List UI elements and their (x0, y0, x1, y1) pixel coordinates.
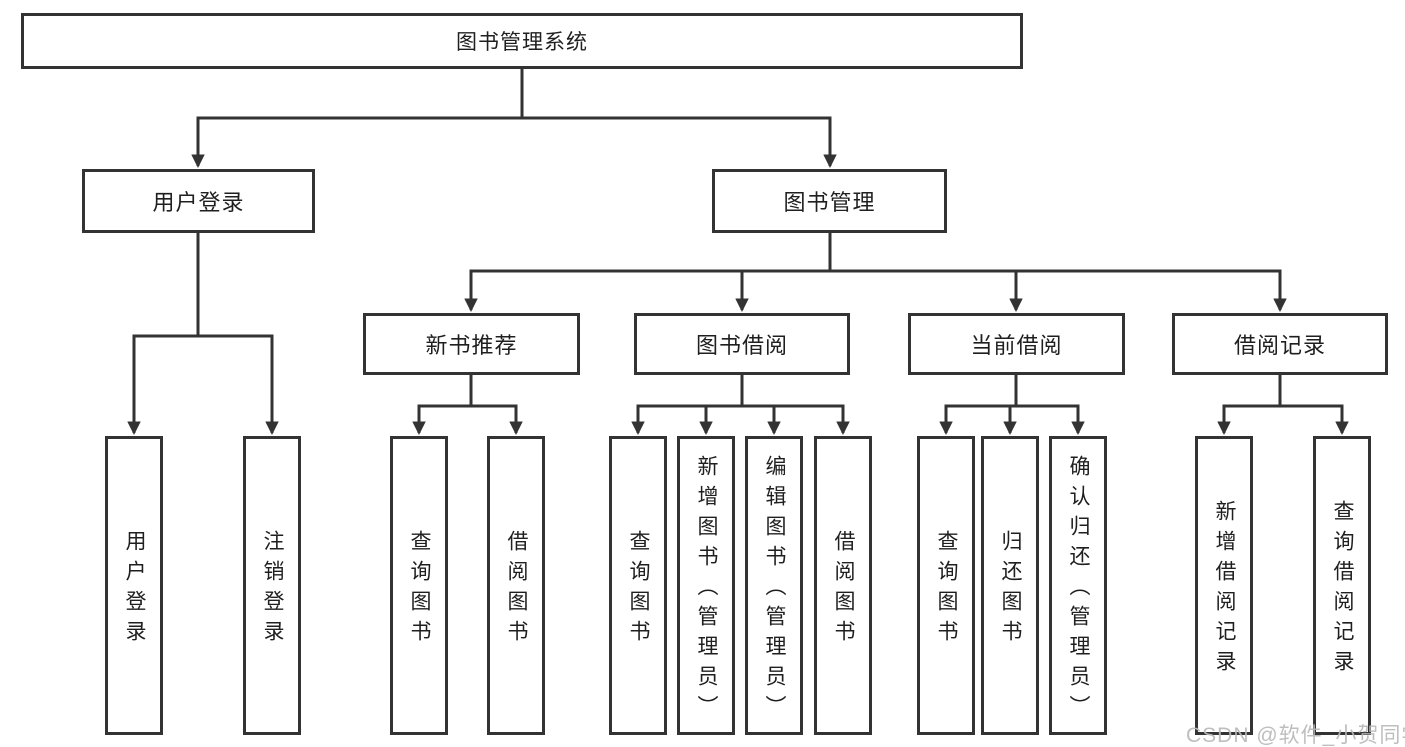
node-label: 图书管理系统 (456, 31, 588, 54)
node-label: 借阅记录 (1233, 333, 1326, 358)
node-edit-book-admin: 编辑图书（管理员） (745, 436, 803, 735)
node-library-management-system: 图书管理系统 (21, 13, 1023, 69)
node-label: 查询图书 (627, 530, 650, 650)
node-borrow-books-borrowing: 借阅图书 (814, 436, 872, 735)
node-current-borrowing: 当前借阅 (908, 313, 1125, 375)
node-label: 借阅图书 (505, 530, 528, 650)
node-label: 归还图书 (999, 530, 1022, 650)
node-label: 新书推荐 (425, 333, 518, 358)
node-add-borrow-record: 新增借阅记录 (1195, 436, 1253, 735)
node-query-books-recommend: 查询图书 (390, 436, 448, 735)
csdn-watermark: CSDN @软件_小贺同学 (1186, 724, 1405, 747)
node-borrowing-records: 借阅记录 (1172, 313, 1388, 375)
node-label: 新增借阅记录 (1213, 500, 1236, 680)
node-label: 图书借阅 (695, 333, 788, 358)
node-label: 当前借阅 (970, 333, 1063, 358)
node-query-books-borrowing: 查询图书 (609, 436, 667, 735)
node-confirm-return-admin: 确认归还（管理员） (1049, 436, 1107, 735)
node-label: 图书管理 (783, 190, 876, 215)
node-label: 确认归还（管理员） (1067, 455, 1090, 725)
node-user-login: 用户登录 (82, 169, 315, 233)
node-label: 借阅图书 (832, 530, 855, 650)
node-query-books-current: 查询图书 (917, 436, 975, 735)
node-label: 编辑图书（管理员） (763, 455, 786, 725)
node-logout-action: 注销登录 (243, 436, 301, 735)
node-label: 注销登录 (261, 530, 284, 650)
node-user-login-action: 用户登录 (105, 436, 163, 735)
node-label: 用户登录 (123, 530, 146, 650)
node-label: 用户登录 (152, 190, 245, 215)
node-book-borrowing: 图书借阅 (634, 313, 850, 375)
node-label: 查询借阅记录 (1331, 500, 1354, 680)
node-new-book-recommendation: 新书推荐 (363, 313, 580, 375)
node-label: 查询图书 (935, 530, 958, 650)
node-label: 新增图书（管理员） (695, 455, 718, 725)
node-label: 查询图书 (408, 530, 431, 650)
node-add-book-admin: 新增图书（管理员） (677, 436, 735, 735)
node-query-borrow-record: 查询借阅记录 (1313, 436, 1371, 735)
node-return-books: 归还图书 (981, 436, 1039, 735)
node-book-management: 图书管理 (712, 169, 947, 233)
node-borrow-books-recommend: 借阅图书 (487, 436, 545, 735)
